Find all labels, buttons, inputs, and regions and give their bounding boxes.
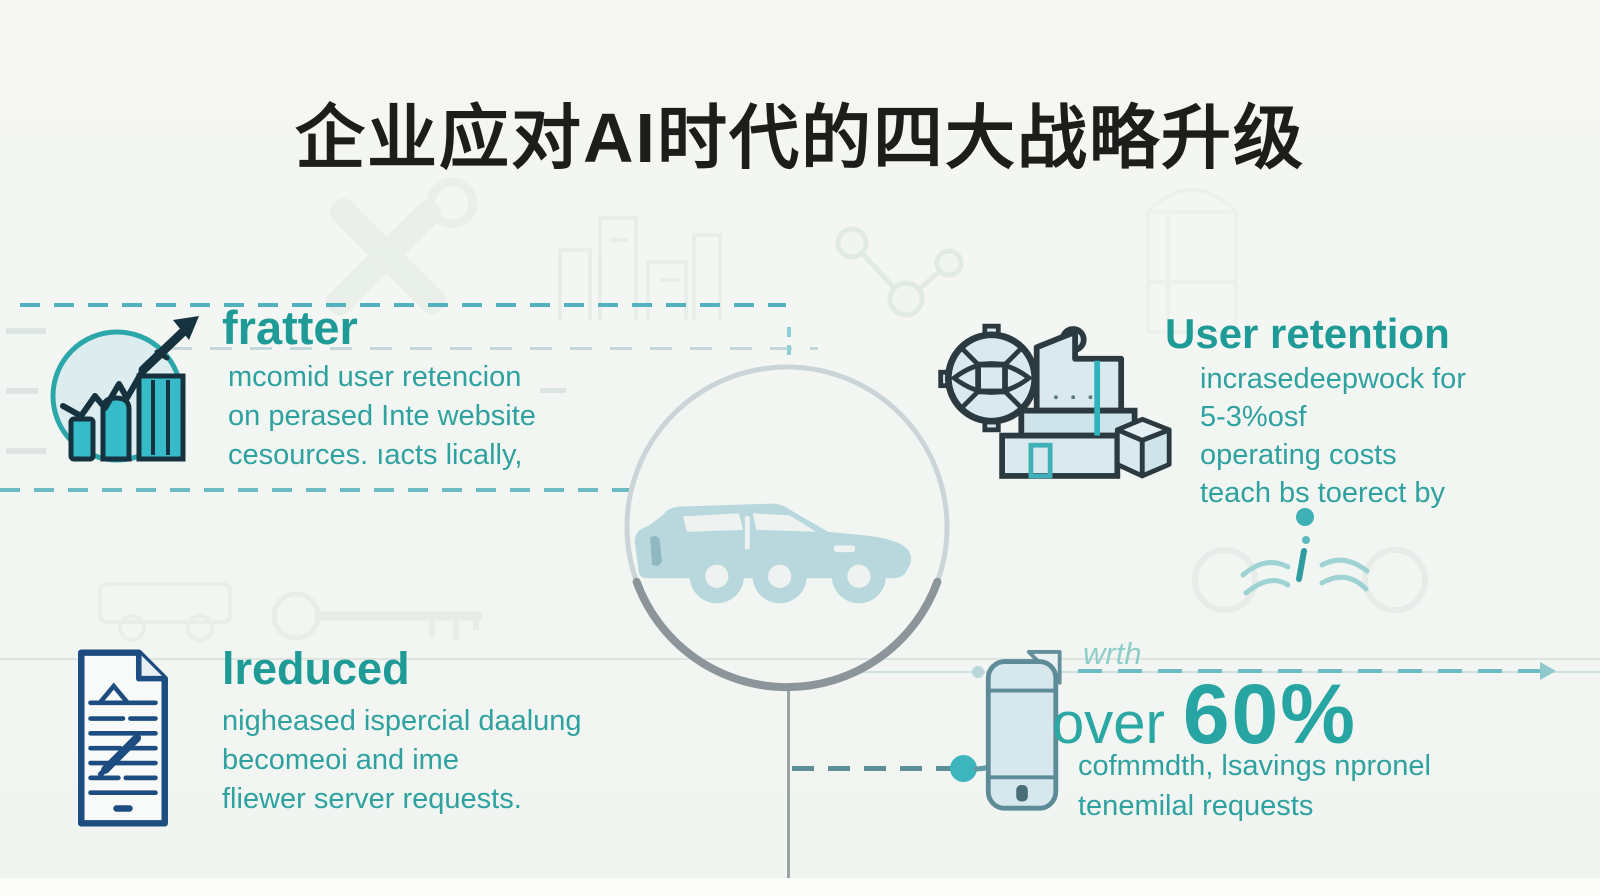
body-line: operating costs — [1200, 439, 1397, 471]
dashed-line-top — [20, 303, 786, 307]
smartphone-icon — [985, 650, 1062, 811]
car-icon — [634, 503, 912, 604]
central-circle — [624, 364, 950, 692]
quadrant-heading-top-left: fratter — [222, 301, 358, 354]
mid-horizontal-line — [0, 658, 1600, 660]
body-line: fliewer server requests. — [222, 783, 522, 815]
body-line: mcomid user retencion — [228, 361, 522, 393]
quadrant-heading-top-right: User retention — [1165, 310, 1450, 357]
dashed-line-under-heading — [130, 347, 818, 350]
wrench-head-watermark — [426, 177, 478, 229]
big-stat-value: 60% — [1182, 667, 1357, 761]
quadrant-body-bottom-right: cofmmdth, lsavings npronel tenemilal req… — [1078, 746, 1431, 826]
body-line: becomeoi and ime — [222, 744, 459, 776]
pre-heading-with: wrth — [1083, 636, 1142, 671]
body-line: on perased Inte website — [228, 400, 536, 432]
quadrant-body-top-left: mcomid user retencion on perased Inte we… — [228, 358, 536, 475]
body-line: 5-3%osf — [1200, 401, 1307, 433]
bottom-strip — [0, 878, 1600, 896]
line-dot — [972, 666, 984, 678]
circle-dark-arc — [632, 577, 942, 692]
body-line: incrasedeepwock for — [1200, 363, 1466, 395]
dashed-arrow-line — [1078, 669, 1540, 673]
building-watermark — [1146, 188, 1238, 334]
center-vertical-line — [787, 688, 790, 878]
body-line: nigheased ispercial daalung — [222, 705, 582, 737]
molecule-watermark — [835, 226, 964, 318]
dashed-line-left-lower — [0, 488, 644, 492]
key-watermark — [271, 591, 482, 641]
document-checklist-icon — [78, 649, 168, 827]
car-detail — [650, 536, 662, 566]
dashed-line-to-phone — [792, 766, 952, 771]
quadrant-body-top-right: incrasedeepwock for 5-3%osf operating co… — [1200, 360, 1466, 512]
sparkle-fountain-icon — [1192, 508, 1428, 613]
quadrant-heading-bottom-left: lreduced — [222, 643, 410, 694]
factory-gear-icon — [938, 323, 1172, 479]
crossed-tools-watermark — [325, 198, 446, 316]
cube — [1114, 416, 1172, 479]
quadrant-body-bottom-left: nigheased ispercial daalung becomeoi and… — [222, 702, 582, 819]
bar-chart-growth-icon — [50, 316, 199, 463]
big-stat: over 60% — [1052, 666, 1357, 763]
connector-dot — [950, 755, 977, 782]
body-line: tenemilal requests — [1078, 790, 1314, 822]
big-stat-prefix: over — [1052, 691, 1165, 756]
arrow-head-icon — [1540, 662, 1556, 680]
body-line: cesources. ıacts lically, — [228, 439, 523, 471]
dashed-connector-top-center — [787, 327, 791, 363]
skyline-watermark — [558, 216, 722, 320]
edge-dashes — [6, 328, 566, 454]
body-line: teach bs toerect by — [1200, 477, 1446, 509]
body-line: cofmmdth, lsavings npronel — [1078, 750, 1431, 782]
vehicle-watermark — [98, 582, 232, 642]
page-title: 企业应对AI时代的四大战略升级 — [295, 99, 1305, 177]
